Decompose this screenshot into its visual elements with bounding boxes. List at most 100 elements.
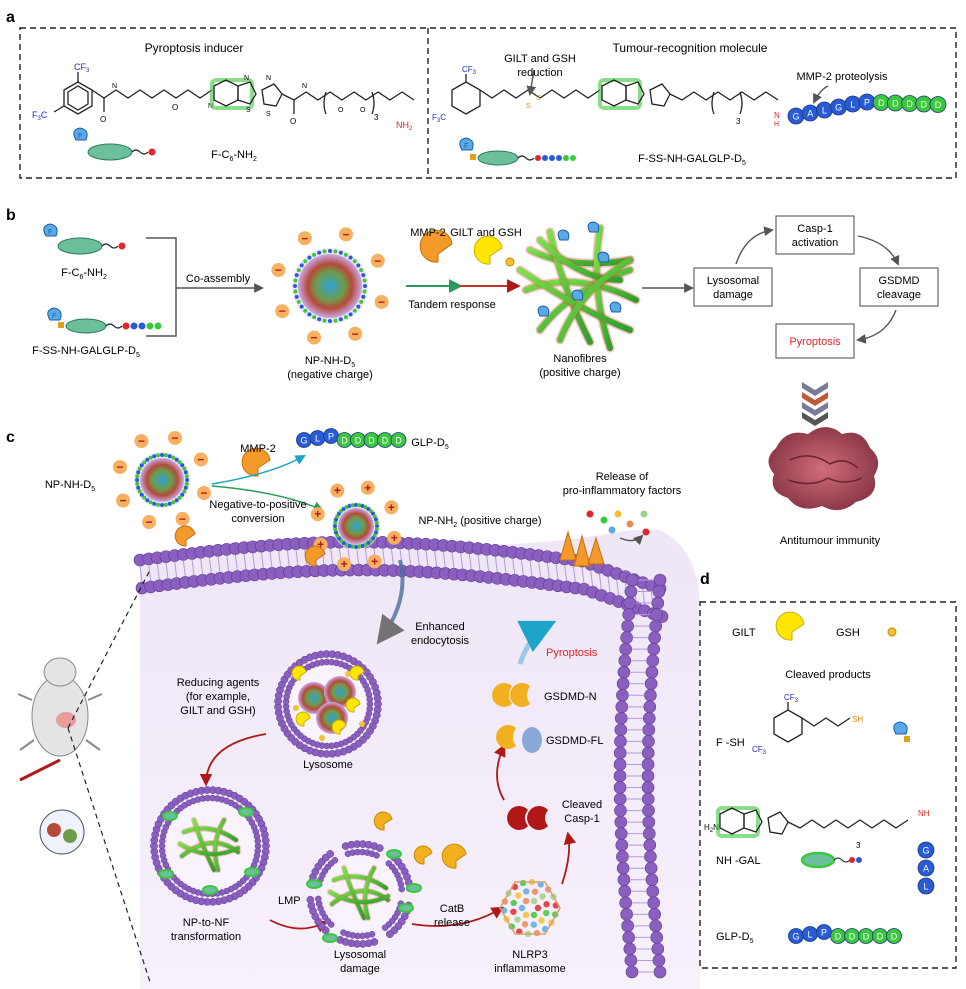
np-surface-dot [362,289,367,294]
glp-c-bead [390,432,407,448]
catb-label-2: release [434,917,470,929]
charge-bubble [387,530,402,545]
np-surface-dot [328,319,332,323]
lysosome-lipid [326,850,334,858]
inflammasome-subunit [510,899,517,907]
fsh-structure: CF3 CF3 SH [752,693,910,756]
lipid-tail [234,554,238,571]
glp-d-bead [886,928,902,944]
casp1-activation-box [775,215,855,255]
mouse-illustration [17,657,103,855]
np-surface-dot [372,514,377,519]
nanofibres-b [515,221,641,353]
lipid-head-inner [614,712,628,725]
cleaved-nh-gal [386,849,402,859]
lipid-tail [616,579,620,596]
glp-d-bead-letter: P [821,928,827,938]
lipid-tail [165,562,169,579]
np-surface-dot [293,289,298,294]
gal-d-bead [917,841,935,859]
lipid-head-outer [641,769,655,783]
np-surface-dot [357,503,362,508]
f-c6-nh2-cartoon: F [73,127,156,161]
inflammasome-subunit [543,901,550,908]
nhgal-cartoon [800,851,862,869]
np-surface-dot [145,498,150,503]
nanofibres-charge: (positive charge) [539,367,620,379]
gilt-pacman [345,697,361,713]
np-surface-dot [294,273,299,278]
charge-bubble [370,253,385,268]
np-surface-dot [293,284,297,288]
svg-text:N: N [774,111,780,120]
np-surface-dot [148,455,153,460]
charge-bubble [175,511,190,526]
antitumour-immunity-label: Antitumour immunity [780,535,881,547]
lysosome-lipid [340,929,347,936]
lipid-tail [408,549,412,566]
charge-bubble [116,493,131,508]
np-surface-dot [171,500,176,505]
nhgal-label: NH -GAL [716,855,761,867]
lipid-head-outer [649,919,662,933]
mol2-label: F-SS-NH-GALGLP-D5 [32,345,140,359]
cleaved-nh-gal [238,807,254,817]
lipid-head-inner [613,769,627,783]
gsh-dot [293,705,299,711]
np-surface-dot [163,502,168,507]
lysosome-lipid [331,857,339,864]
np-surface-dot [352,308,357,313]
nanofibres-label: Nanofibres [553,353,607,365]
charge-sign: + [371,554,378,568]
np-surface-dot [184,481,189,486]
lysosomal-damage-box [693,267,773,307]
panel-d-frame [699,601,957,969]
np-surface-dot [182,489,187,494]
lysosome-np-to-nf [150,786,270,906]
peptide-a-bead-letter: L [850,100,855,110]
peptide-a-bead-letter: P [864,98,870,108]
np-surface-dot [322,249,327,254]
np-surface-dot [322,318,327,323]
lipid-head-inner [614,815,628,829]
chevron-down-icon [802,382,828,426]
panel-d: d GILT GSH Cleaved products F -SH CF3 CF… [699,571,957,969]
np-surface-dot [312,315,317,320]
fibre-f-tag [537,305,550,317]
np-surface-dot [328,249,332,253]
np-surface-dot [343,252,348,257]
lysosome-lipid [373,694,382,703]
lipid-head-outer [653,573,667,587]
lipid-head-inner [624,954,638,967]
glp-d-bead-letter: D [849,932,856,942]
charge-sign: − [171,431,178,445]
lipid-head-outer [641,781,655,794]
charge-sign: − [311,331,318,345]
fibre-strand [213,818,226,872]
lipid-tail [382,548,386,565]
lipid-tail [477,554,481,571]
lipid-head-outer [651,596,665,610]
cell-membrane-side [613,573,667,979]
panel-c-letter: c [6,429,15,446]
glp-d-bead-letter: G [792,932,799,942]
lipid-head-outer [648,908,661,921]
np-surface-dot [156,502,161,507]
f3c-label: F3C [32,110,48,122]
np-surface-dot [160,453,164,457]
charge-sign: − [279,304,286,318]
nlrp3-label-1: NLRP3 [512,949,547,961]
svg-text:NH: NH [918,809,930,818]
gilt-label-d: GILT [732,627,756,639]
charge-sign: + [364,481,371,495]
glp-d-bead-letter: D [835,932,842,942]
lipid-head-inner [616,850,629,864]
lipid-head-outer [644,677,658,691]
charge-sign: + [388,500,395,514]
np-surface-dot [352,259,357,264]
lmp-label: LMP [278,895,301,907]
fibre-strand [342,866,366,920]
mol1-label: F-C6-NH2 [61,267,107,281]
lipid-head-outer [641,758,655,771]
